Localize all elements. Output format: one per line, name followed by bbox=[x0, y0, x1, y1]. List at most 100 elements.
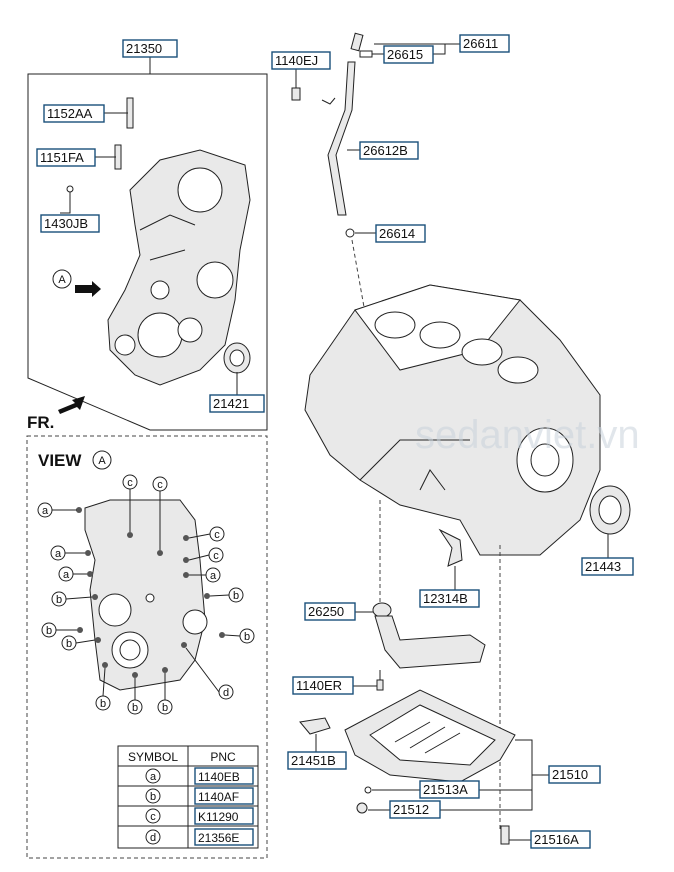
bearing-12314B bbox=[438, 528, 463, 590]
callout-b: b bbox=[51, 591, 93, 607]
table-row-symbol: d bbox=[150, 832, 156, 844]
callout-b: b bbox=[41, 622, 77, 638]
label-21451B[interactable]: 21451B bbox=[287, 751, 347, 770]
svg-text:21510: 21510 bbox=[552, 767, 588, 782]
svg-text:21516A: 21516A bbox=[534, 832, 579, 847]
svg-text:26250: 26250 bbox=[308, 604, 344, 619]
label-1152AA[interactable]: 1152AA bbox=[43, 104, 105, 123]
svg-text:1140ER: 1140ER bbox=[296, 678, 342, 693]
svg-text:1430JB: 1430JB bbox=[44, 216, 88, 231]
dipstick-illustration bbox=[291, 32, 379, 386]
label-21516A[interactable]: 21516A bbox=[530, 830, 591, 849]
table-header-symbol: SYMBOL bbox=[128, 750, 178, 764]
label-21513A[interactable]: 21513A bbox=[419, 780, 480, 799]
svg-text:26615: 26615 bbox=[387, 47, 423, 62]
callout-a: a bbox=[50, 545, 85, 561]
svg-text:b: b bbox=[233, 590, 239, 602]
callout-c: c bbox=[122, 474, 138, 532]
front-direction-indicator: FR. bbox=[27, 396, 85, 432]
timing-cover-leaders bbox=[60, 112, 238, 395]
watermark-text: sedanviet.vn bbox=[415, 413, 640, 457]
svg-text:a: a bbox=[63, 569, 70, 581]
part-labels: 21350 1152AA 1151FA 1430JB 21421 1140EJ … bbox=[36, 34, 634, 849]
callout-b: b bbox=[61, 635, 96, 651]
rear-oil-seal-21443 bbox=[589, 485, 631, 558]
oil-seal-21421 bbox=[223, 342, 251, 374]
svg-text:21513A: 21513A bbox=[423, 782, 468, 797]
svg-text:26612B: 26612B bbox=[363, 143, 408, 158]
label-21512[interactable]: 21512 bbox=[389, 800, 441, 819]
table-header-pnc: PNC bbox=[210, 750, 236, 764]
callout-b: b bbox=[95, 667, 111, 711]
label-26615[interactable]: 26615 bbox=[383, 45, 434, 64]
label-26614[interactable]: 26614 bbox=[375, 224, 426, 243]
svg-text:c: c bbox=[214, 529, 220, 541]
svg-text:c: c bbox=[157, 479, 163, 491]
callout-c: c bbox=[188, 526, 225, 542]
svg-text:1151FA: 1151FA bbox=[40, 150, 84, 165]
callout-b: b bbox=[224, 628, 255, 644]
svg-text:21451B: 21451B bbox=[291, 753, 336, 768]
label-21350[interactable]: 21350 bbox=[122, 39, 178, 58]
callout-a: a bbox=[58, 566, 87, 582]
svg-text:21421: 21421 bbox=[213, 396, 249, 411]
svg-text:b: b bbox=[100, 698, 106, 710]
label-21510[interactable]: 21510 bbox=[548, 765, 601, 784]
label-1140EJ[interactable]: 1140EJ bbox=[271, 51, 331, 70]
callout-d: d bbox=[185, 647, 234, 700]
svg-text:a: a bbox=[42, 505, 49, 517]
label-21421[interactable]: 21421 bbox=[209, 394, 265, 413]
label-12314B[interactable]: 12314B bbox=[419, 589, 480, 608]
label-1430JB[interactable]: 1430JB bbox=[40, 214, 100, 233]
callout-a: a bbox=[37, 502, 77, 518]
view-title-marker: A bbox=[98, 455, 106, 467]
svg-text:b: b bbox=[244, 631, 250, 643]
svg-text:1140EJ: 1140EJ bbox=[275, 53, 318, 68]
cylinder-block-illustration bbox=[304, 284, 601, 830]
svg-text:b: b bbox=[162, 702, 168, 714]
callout-b: b bbox=[209, 587, 244, 603]
label-26250[interactable]: 26250 bbox=[304, 602, 356, 621]
svg-text:26611: 26611 bbox=[463, 36, 498, 51]
svg-text:21512: 21512 bbox=[393, 802, 429, 817]
svg-text:b: b bbox=[132, 702, 138, 714]
table-row-pnc: 1140AF bbox=[198, 790, 239, 804]
callout-b: b bbox=[157, 673, 173, 715]
table-row-pnc: 1140EB bbox=[198, 770, 240, 784]
svg-text:21350: 21350 bbox=[126, 41, 162, 56]
svg-text:a: a bbox=[210, 570, 217, 582]
view-a-detail-panel: VIEW A a c c c a c a a b b bbox=[26, 435, 268, 859]
table-row-symbol: c bbox=[150, 811, 156, 823]
table-row-symbol: b bbox=[150, 791, 156, 803]
oil-pan-21510 bbox=[299, 689, 516, 845]
front-label: FR. bbox=[27, 413, 54, 432]
svg-text:b: b bbox=[56, 594, 62, 606]
callout-b: b bbox=[127, 678, 143, 715]
svg-text:a: a bbox=[55, 548, 62, 560]
view-callouts: a c c c a c a a b b b b b b b b d bbox=[37, 474, 255, 715]
svg-text:d: d bbox=[223, 687, 229, 699]
oil-strainer-26250 bbox=[353, 602, 486, 691]
view-a-pointer: A bbox=[52, 269, 101, 297]
svg-text:26614: 26614 bbox=[379, 226, 415, 241]
table-row-pnc: 21356E bbox=[198, 831, 239, 845]
label-1140ER[interactable]: 1140ER bbox=[292, 676, 354, 695]
dipstick-leaders bbox=[295, 43, 460, 234]
svg-text:b: b bbox=[66, 638, 72, 650]
svg-text:1152AA: 1152AA bbox=[47, 106, 93, 121]
timing-cover-illustration bbox=[107, 149, 251, 386]
label-26611[interactable]: 26611 bbox=[459, 34, 510, 53]
label-1151FA[interactable]: 1151FA bbox=[36, 148, 96, 167]
svg-text:21443: 21443 bbox=[585, 559, 621, 574]
timing-cover-group-frame bbox=[27, 57, 268, 431]
label-21443[interactable]: 21443 bbox=[581, 557, 634, 576]
table-row-pnc: K11290 bbox=[198, 810, 239, 824]
callout-c: c bbox=[188, 547, 224, 563]
svg-text:12314B: 12314B bbox=[423, 591, 468, 606]
callout-c: c bbox=[152, 476, 168, 550]
symbol-pnc-table: SYMBOL PNC a 1140EB b 1140AF c K11290 d … bbox=[117, 745, 259, 849]
view-bolt-dots bbox=[76, 507, 225, 678]
label-26612B[interactable]: 26612B bbox=[359, 141, 419, 160]
svg-text:c: c bbox=[213, 550, 219, 562]
